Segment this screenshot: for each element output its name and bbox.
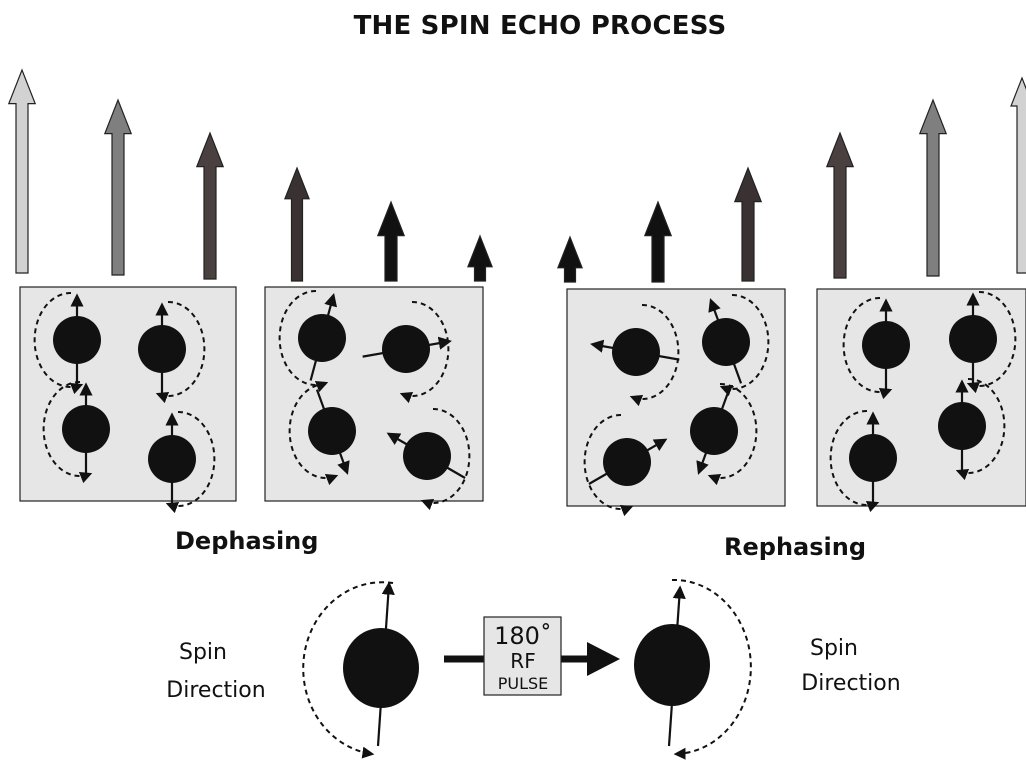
panel-dephasing-1	[19, 286, 237, 502]
precession-circle	[420, 407, 471, 511]
spin-2	[138, 300, 206, 404]
magnetization-arrow-4	[284, 166, 310, 282]
spin-ball	[382, 325, 430, 373]
magnetization-arrow-1	[7, 68, 37, 274]
spin-15	[829, 409, 897, 513]
precession-circle	[399, 300, 450, 404]
spin-ball	[298, 314, 346, 362]
spin-ball	[308, 407, 356, 455]
spin-5	[278, 289, 346, 393]
spin-ball	[938, 402, 986, 450]
spin-12	[690, 382, 758, 486]
spin-ball-left	[343, 628, 419, 708]
spin-4	[148, 410, 216, 514]
precession-circle	[288, 382, 339, 486]
precession-circle	[583, 413, 634, 517]
spin-ball	[849, 434, 897, 482]
precession-circle	[719, 293, 770, 397]
magnetization-arrow-5	[376, 200, 406, 282]
spin-before-pulse	[302, 581, 419, 759]
magnetization-arrow-2	[103, 98, 133, 276]
magnetization-arrow-3	[195, 131, 225, 280]
precession-circle	[966, 290, 1017, 394]
precession-circle	[165, 410, 216, 514]
spin-13	[842, 296, 910, 400]
panel-rephasing-1	[566, 288, 786, 507]
diagram-title: THE SPIN ECHO PROCESS	[354, 11, 727, 41]
magnetization-arrow-9	[733, 166, 763, 282]
spin-direction-left-line2: Direction	[166, 678, 265, 703]
magnetization-arrow-8	[643, 200, 673, 283]
spin-ball	[949, 315, 997, 363]
spin-14	[949, 290, 1017, 394]
spin-ball	[53, 316, 101, 364]
spin-ball	[862, 321, 910, 369]
precession-circle	[42, 380, 93, 484]
precession-circle	[829, 409, 880, 513]
spin-ball	[62, 405, 110, 453]
pulse-angle: 180˚	[494, 622, 552, 650]
rf-pulse-box	[483, 616, 562, 696]
spin-ball	[603, 438, 651, 486]
spin-16	[938, 377, 1006, 481]
pulse-arrow-head	[587, 642, 620, 676]
spin-11	[583, 413, 668, 517]
spin-ball-right	[634, 624, 710, 706]
spin-1	[33, 291, 101, 395]
spin-7	[288, 382, 356, 486]
precession-circle	[155, 300, 206, 404]
spin-3	[42, 380, 110, 484]
spin-direction-left-line1: Spin	[179, 640, 227, 665]
magnetization-arrow-12	[1010, 76, 1026, 274]
precession-circle	[707, 382, 758, 486]
precession-circle	[278, 289, 329, 393]
magnetization-arrow-10	[825, 131, 855, 279]
spin-ball	[612, 328, 660, 376]
pulse-label: PULSE	[498, 674, 549, 693]
spin-ball	[690, 407, 738, 455]
spin-groups	[33, 289, 1017, 517]
spin-10	[702, 293, 770, 397]
spin-ball	[403, 432, 451, 480]
spin-direction-right-line2: Direction	[801, 671, 900, 696]
precession-circle	[842, 296, 893, 400]
spin-ball	[148, 435, 196, 483]
dephasing-label: Dephasing	[175, 527, 318, 555]
magnetization-arrows	[7, 68, 1026, 283]
spin-ball	[138, 325, 186, 373]
magnetization-arrow-7	[557, 235, 583, 283]
rephasing-label: Rephasing	[724, 533, 866, 561]
spin-direction-right-line1: Spin	[810, 636, 858, 661]
precession-circle	[33, 291, 84, 395]
spin-direction-circle-right	[671, 578, 752, 760]
spin-6	[362, 300, 452, 404]
precession-circle	[955, 377, 1006, 481]
magnetization-arrow-11	[918, 98, 948, 277]
spin-after-pulse	[634, 578, 752, 760]
spin-9	[590, 303, 680, 407]
magnetization-arrow-6	[467, 234, 493, 282]
spin-ball	[702, 318, 750, 366]
spin-direction-circle-left	[302, 581, 394, 759]
spin-8	[386, 407, 471, 511]
pulse-rf: RF	[510, 649, 535, 673]
panel-rephasing-2	[816, 288, 1026, 507]
